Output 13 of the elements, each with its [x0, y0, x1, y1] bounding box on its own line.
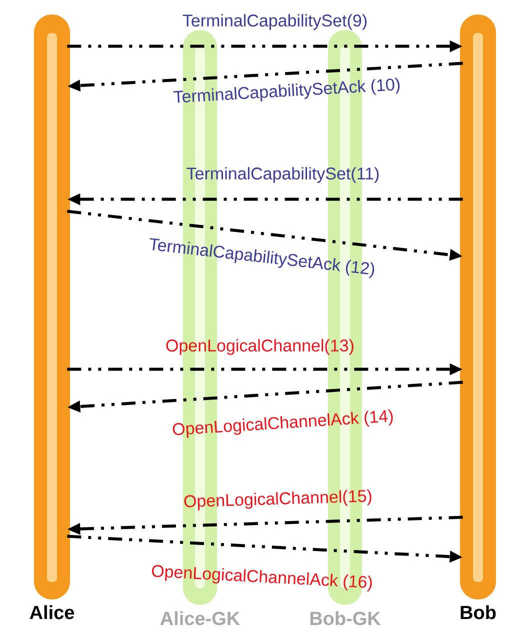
node-label: Bob — [460, 605, 496, 620]
participant-label: Alice-GK — [160, 611, 240, 626]
message-label: TerminalCapabilitySet(11) — [186, 167, 379, 183]
participant-label: Bob-GK — [310, 611, 381, 626]
message-label: OpenLogicalChannel(13) — [166, 339, 354, 355]
node-label: Alice — [30, 605, 74, 620]
lifeline-bar: Alice — [30, 14, 74, 620]
message-label: TerminalCapabilitySetAck (10) — [173, 78, 400, 103]
lifeline-bar: Bob — [460, 14, 496, 620]
message-label: OpenLogicalChannel(15) — [184, 489, 372, 510]
message-label: TerminalCapabilitySet(9) — [182, 14, 367, 30]
message-label: OpenLogicalChannelAck (14) — [172, 409, 393, 438]
message-label: OpenLogicalChannelAck (16) — [152, 565, 372, 592]
